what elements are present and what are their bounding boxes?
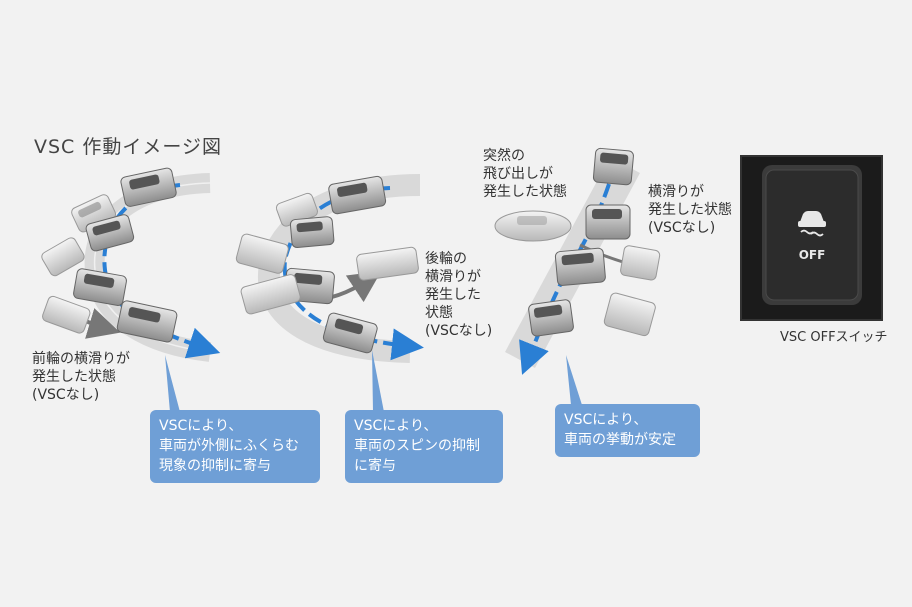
- scene-front-state-label: 前輪の横滑りが 発生した状態 (VSCなし): [32, 351, 130, 403]
- skid-car-icon: [798, 211, 826, 237]
- vsc-off-button[interactable]: OFF: [798, 248, 826, 262]
- scene-front-cars: [41, 167, 178, 343]
- scene-sudden-cars: [494, 147, 661, 337]
- scene-sudden-callout: VSCにより、 車両の挙動が安定: [555, 404, 700, 457]
- scene-rear-cars: [235, 175, 419, 354]
- vsc-off-switch-panel: [740, 155, 883, 321]
- scene-rear-callout: VSCにより、 車両のスピンの抑制 に寄与: [345, 410, 503, 483]
- scene-front-callout: VSCにより、 車両が外側にふくらむ 現象の抑制に寄与: [150, 410, 320, 483]
- switch-caption: VSC OFFスイッチ: [780, 330, 888, 345]
- scene-rear-state-label: 後輪の 横滑りが 発生した 状態 (VSCなし): [425, 251, 493, 339]
- scene-sudden-state-label: 横滑りが 発生した状態 (VSCなし): [648, 184, 732, 236]
- page-title: VSC 作動イメージ図: [34, 136, 222, 158]
- scene-sudden-event-label: 突然の 飛び出しが 発生した状態: [483, 148, 567, 200]
